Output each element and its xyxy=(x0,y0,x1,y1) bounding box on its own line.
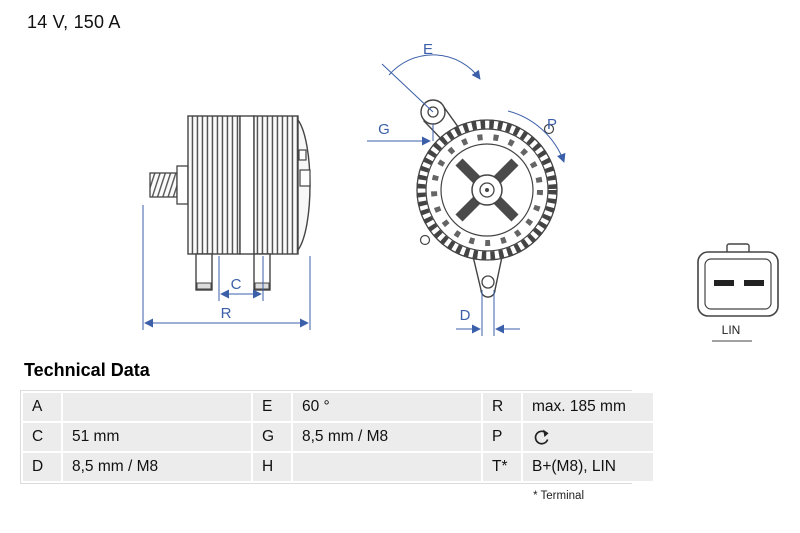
table-row: A E 60 ° R max. 185 mm xyxy=(21,391,655,423)
dimension-e-label: E xyxy=(423,41,433,58)
spec-value: 8,5 mm / M8 xyxy=(61,451,253,483)
dimension-g-label: G xyxy=(378,121,390,138)
spec-label: D xyxy=(21,451,63,483)
vent-slot-ring xyxy=(431,134,543,246)
spec-label: P xyxy=(481,421,523,453)
spec-value: 8,5 mm / M8 xyxy=(291,421,483,453)
technical-data-table: A E 60 ° R max. 185 mm C 51 mm G 8,5 mm … xyxy=(21,391,655,483)
mount-lug-bottom xyxy=(471,251,504,298)
spec-label: A xyxy=(21,391,63,423)
spec-value: 51 mm xyxy=(61,421,253,453)
alternator-diagram: C R xyxy=(142,41,779,342)
front-view-dimensions xyxy=(367,54,566,336)
shaft-collar xyxy=(176,165,189,205)
dimension-d-label: D xyxy=(460,307,471,324)
stator-fin-ring xyxy=(416,119,558,261)
front-fin-section xyxy=(187,115,241,255)
dimension-p-label: P xyxy=(547,116,557,133)
spec-label: G xyxy=(251,421,293,453)
spec-value-rotation xyxy=(521,421,655,453)
connector-pin xyxy=(714,280,734,286)
rotation-direction-icon xyxy=(534,429,549,445)
dimension-c-label: C xyxy=(231,276,242,293)
terminal-stub xyxy=(299,169,311,187)
terminal-footnote: * Terminal xyxy=(533,490,584,502)
lin-connector xyxy=(697,243,779,342)
rear-fin-section xyxy=(253,115,299,255)
technical-data-section: Technical Data A E 60 ° R max. 185 mm C … xyxy=(20,360,655,502)
spec-value: B+(M8), LIN xyxy=(521,451,655,483)
technical-data-heading: Technical Data xyxy=(24,360,150,380)
dimension-r-label: R xyxy=(221,305,232,322)
spec-label: C xyxy=(21,421,63,453)
spec-label: T* xyxy=(481,451,523,483)
spec-label: R xyxy=(481,391,523,423)
alternator-side-view xyxy=(149,115,311,291)
mount-leg-left xyxy=(195,253,213,291)
terminal-stub-small xyxy=(298,149,307,161)
table-row: D 8,5 mm / M8 H T* B+(M8), LIN xyxy=(21,451,655,483)
connector-pin xyxy=(744,280,764,286)
table-row: C 51 mm G 8,5 mm / M8 P xyxy=(21,421,655,453)
alternator-front-view xyxy=(416,99,558,298)
spec-value xyxy=(291,451,483,483)
mount-leg-right xyxy=(253,253,271,291)
spec-value: max. 185 mm xyxy=(521,391,655,423)
rating-title: 14 V, 150 A xyxy=(27,12,121,32)
spec-label: H xyxy=(251,451,293,483)
side-view-dimensions xyxy=(142,205,311,330)
mid-band xyxy=(239,115,255,255)
spec-label: E xyxy=(251,391,293,423)
bottom-lug-hole xyxy=(481,275,495,289)
spec-value: 60 ° xyxy=(291,391,483,423)
spec-value xyxy=(61,391,253,423)
shaft-thread xyxy=(149,172,178,198)
connector-housing xyxy=(697,251,779,317)
connector-lin-label: LIN xyxy=(722,323,741,337)
